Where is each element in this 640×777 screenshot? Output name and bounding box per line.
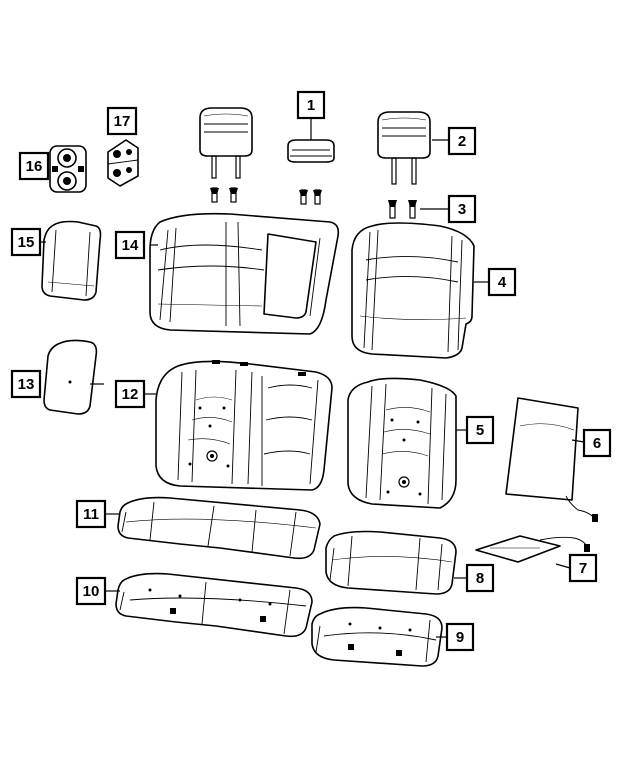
- callout-2[interactable]: 2: [447, 126, 477, 156]
- callout-17-label: 17: [114, 113, 131, 130]
- callout-3[interactable]: 3: [447, 194, 477, 224]
- callout-16-label: 16: [26, 158, 43, 175]
- callout-7-label: 7: [579, 560, 587, 577]
- part-12-seatback-frame-60[interactable]: [155, 360, 333, 491]
- part-15-armrest[interactable]: [41, 220, 102, 301]
- callout-2-label: 2: [458, 133, 466, 150]
- part-8-cushion-cover-40[interactable]: [325, 530, 457, 595]
- callout-11[interactable]: 11: [75, 499, 107, 529]
- part-6-seatback-heater[interactable]: [505, 397, 598, 522]
- callout-5-label: 5: [476, 422, 484, 439]
- callout-10-label: 10: [83, 583, 100, 600]
- callout-11-label: 11: [83, 506, 99, 523]
- part-16-guide-sleeve[interactable]: [49, 145, 87, 193]
- callout-15[interactable]: 15: [10, 227, 42, 257]
- callout-12[interactable]: 12: [114, 379, 146, 409]
- callout-16[interactable]: 16: [18, 151, 50, 181]
- part-9-cushion-foam-40[interactable]: [311, 606, 443, 667]
- part-10-cushion-foam-60[interactable]: [115, 572, 313, 638]
- callout-15-label: 15: [18, 234, 35, 251]
- callout-14-label: 14: [122, 237, 139, 254]
- part-2-right-headrest[interactable]: [377, 111, 431, 185]
- left-headrest[interactable]: [199, 107, 253, 203]
- part-3-headrest-guides[interactable]: [388, 200, 417, 219]
- part-17-guide-sleeve[interactable]: [107, 139, 139, 187]
- callout-8-label: 8: [476, 570, 484, 587]
- callout-9[interactable]: 9: [445, 622, 475, 652]
- callout-1[interactable]: 1: [296, 90, 326, 120]
- callout-6-label: 6: [593, 435, 601, 452]
- callout-10[interactable]: 10: [75, 576, 107, 606]
- part-14-seatback-cover-60[interactable]: [149, 212, 340, 335]
- leader-lines: [40, 118, 585, 638]
- part-11-cushion-cover-60[interactable]: [117, 496, 321, 560]
- callout-6[interactable]: 6: [582, 428, 612, 458]
- callout-12-label: 12: [122, 386, 139, 403]
- callout-9-label: 9: [456, 629, 464, 646]
- callout-1-label: 1: [307, 97, 315, 114]
- callout-14[interactable]: 14: [114, 230, 146, 260]
- callout-8[interactable]: 8: [465, 563, 495, 593]
- part-1-center-headrest[interactable]: [287, 139, 335, 205]
- part-4-seatback-cover-40[interactable]: [351, 222, 475, 359]
- callout-3-label: 3: [458, 201, 466, 218]
- part-7-cushion-heater[interactable]: [475, 535, 590, 563]
- callout-7[interactable]: 7: [568, 553, 598, 583]
- callout-17[interactable]: 17: [106, 106, 138, 136]
- callout-5[interactable]: 5: [465, 415, 495, 445]
- callout-13-label: 13: [18, 376, 35, 393]
- callout-4-label: 4: [498, 274, 507, 291]
- callout-13[interactable]: 13: [10, 369, 42, 399]
- part-13-armrest-pad[interactable]: [43, 339, 98, 415]
- callout-4[interactable]: 4: [487, 267, 517, 297]
- part-5-seatback-frame-40[interactable]: [347, 377, 457, 509]
